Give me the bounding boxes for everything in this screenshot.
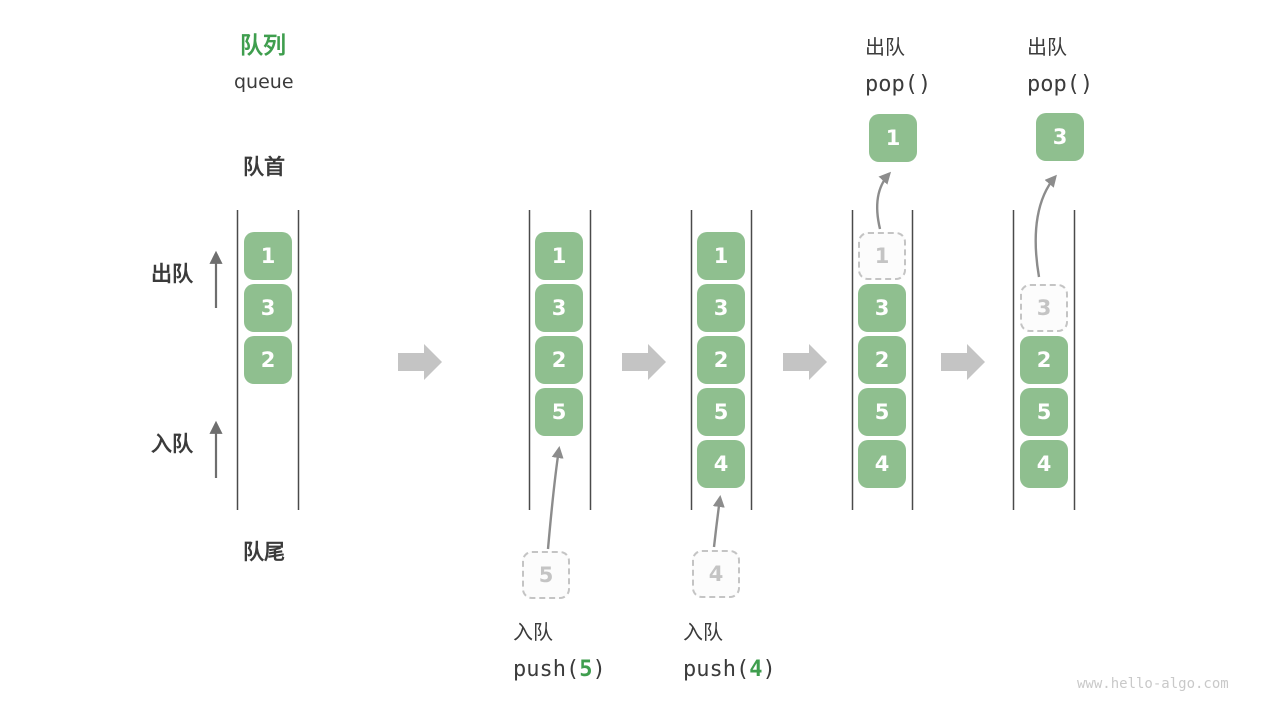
queue-element: 3 bbox=[858, 284, 906, 332]
queue-element: 2 bbox=[1020, 336, 1068, 384]
pop-operation-label: 出队 pop() bbox=[865, 31, 931, 97]
operation-code: push(4) bbox=[683, 657, 776, 682]
operation-name: 入队 bbox=[683, 620, 723, 644]
dashed-slot: 1 bbox=[858, 232, 906, 280]
queue-element: 3 bbox=[697, 284, 745, 332]
watermark: www.hello-algo.com bbox=[1077, 676, 1229, 692]
staging-element: 4 bbox=[692, 550, 740, 598]
stage-transition-arrow bbox=[398, 344, 442, 380]
push-arrow-5 bbox=[546, 446, 564, 550]
queue-element: 4 bbox=[1020, 440, 1068, 488]
label-queue-front: 队首 bbox=[243, 155, 285, 179]
operation-name: 入队 bbox=[513, 620, 553, 644]
push-operation-label: 入队 push(4) bbox=[683, 616, 776, 682]
queue-element: 1 bbox=[244, 232, 292, 280]
queue-element: 1 bbox=[535, 232, 583, 280]
dashed-slot: 3 bbox=[1020, 284, 1068, 332]
diagram-title-en: queue bbox=[234, 71, 294, 93]
operation-name: 出队 bbox=[865, 35, 905, 59]
stage-transition-arrow bbox=[622, 344, 666, 380]
queue-element: 2 bbox=[697, 336, 745, 384]
queue-element: 1 bbox=[697, 232, 745, 280]
queue-element: 5 bbox=[858, 388, 906, 436]
operation-name: 出队 bbox=[1027, 35, 1067, 59]
popped-element: 1 bbox=[869, 114, 917, 162]
label-dequeue: 出队 bbox=[151, 262, 193, 286]
stage-transition-arrow bbox=[783, 344, 827, 380]
queue-element: 4 bbox=[858, 440, 906, 488]
stage-transition-arrow bbox=[941, 344, 985, 380]
operation-code: pop() bbox=[1027, 72, 1094, 97]
popped-element: 3 bbox=[1036, 113, 1084, 161]
push-operation-label: 入队 push(5) bbox=[513, 616, 606, 682]
push-arrow-4 bbox=[712, 495, 725, 548]
queue-element: 2 bbox=[858, 336, 906, 384]
diagram-title-zh: 队列 bbox=[240, 33, 286, 59]
queue-element: 2 bbox=[535, 336, 583, 384]
operation-code: push(5) bbox=[513, 657, 606, 682]
staging-element: 5 bbox=[522, 551, 570, 599]
queue-element: 5 bbox=[535, 388, 583, 436]
queue-element: 3 bbox=[535, 284, 583, 332]
pop-arrow-3 bbox=[1034, 174, 1057, 278]
label-queue-rear: 队尾 bbox=[243, 540, 285, 564]
pop-arrow-1 bbox=[876, 171, 892, 230]
pop-operation-label: 出队 pop() bbox=[1027, 31, 1093, 97]
queue-element: 3 bbox=[244, 284, 292, 332]
queue-element: 2 bbox=[244, 336, 292, 384]
queue-element: 4 bbox=[697, 440, 745, 488]
label-enqueue: 入队 bbox=[151, 432, 193, 456]
operation-code: pop() bbox=[865, 72, 932, 97]
queue-element: 5 bbox=[697, 388, 745, 436]
queue-element: 5 bbox=[1020, 388, 1068, 436]
